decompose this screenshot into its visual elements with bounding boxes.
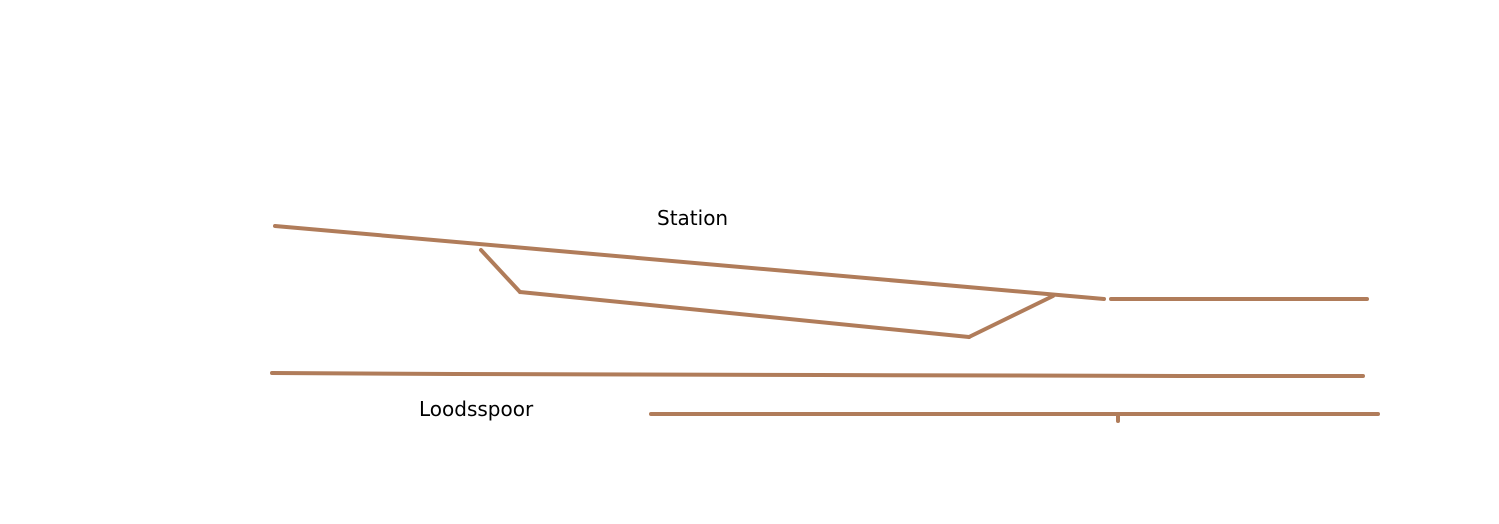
loop-left-switch [479,248,522,294]
loop-right-switch [967,294,1055,339]
station-label: Station [657,206,729,230]
loop-track [518,290,971,339]
lower-through-track [270,371,1365,378]
station-main-track [273,224,1106,301]
loodsspoor-label: Loodsspoor [419,397,534,421]
